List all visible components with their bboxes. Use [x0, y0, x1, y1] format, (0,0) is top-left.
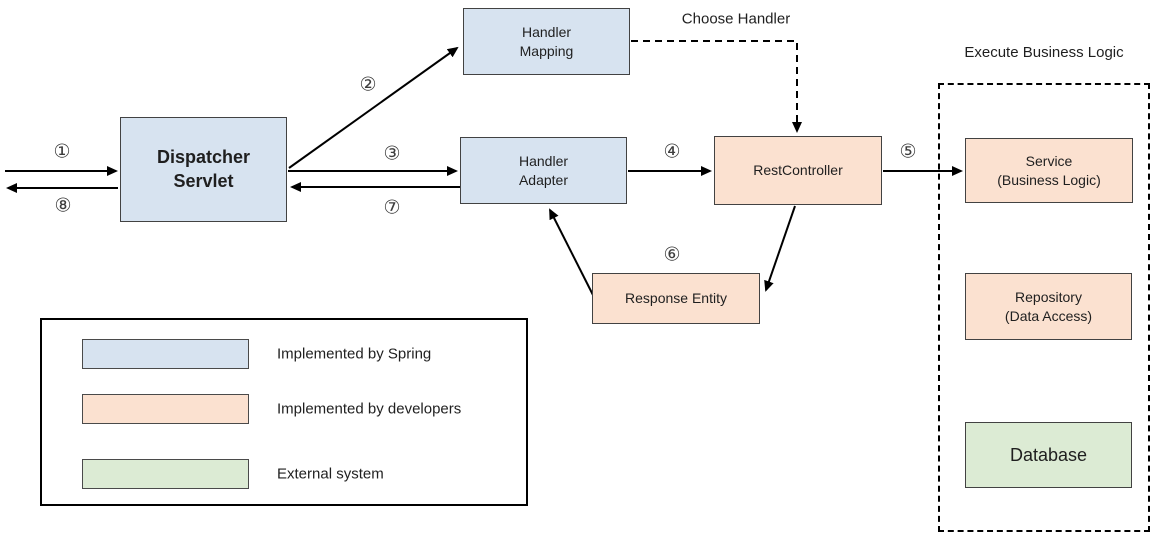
flow-step-7: ⑦: [383, 196, 401, 219]
choose-handler-dashed-arrow: [631, 40, 802, 133]
node-handler-adapter: Handler Adapter: [460, 137, 627, 204]
node-handler-mapping: Handler Mapping: [463, 8, 630, 75]
legend-swatch-spring: [82, 339, 249, 369]
flow-step-1: ①: [53, 140, 71, 163]
node-label: Handler: [518, 152, 569, 169]
arrow-rest-to-response-entity: [764, 205, 796, 292]
node-label: Service: [1025, 152, 1073, 169]
node-rest-controller: RestController: [714, 136, 882, 205]
legend-label-external: External system: [277, 465, 384, 483]
node-label: (Data Access): [1004, 307, 1093, 324]
node-database: Database: [965, 422, 1132, 488]
flow-step-3: ③: [383, 142, 401, 165]
node-response-entity: Response Entity: [592, 273, 760, 324]
arrow-response-to-adapter: [549, 208, 596, 300]
node-label: Adapter: [518, 171, 569, 188]
node-label: Response Entity: [625, 290, 727, 307]
node-label: Servlet: [173, 170, 234, 191]
node-label: Handler: [521, 23, 572, 40]
flow-step-6: ⑥: [663, 243, 681, 266]
legend-swatch-developers: [82, 394, 249, 424]
flow-step-2: ②: [359, 73, 377, 96]
legend-label-developers: Implemented by developers: [277, 400, 462, 418]
execute-business-logic-container: [938, 83, 1150, 532]
node-repository: Repository (Data Access): [965, 273, 1132, 340]
legend-label-spring: Implemented by Spring: [277, 345, 432, 363]
node-label: (Business Logic): [997, 171, 1101, 188]
node-dispatcher-servlet: Dispatcher Servlet: [120, 117, 287, 222]
node-label: RestController: [753, 162, 843, 179]
flow-step-5: ⑤: [899, 140, 917, 163]
node-label: Database: [1009, 444, 1088, 465]
choose-handler-label: Choose Handler: [681, 10, 791, 28]
node-label: Dispatcher: [156, 147, 251, 168]
flow-step-4: ④: [663, 140, 681, 163]
node-label: Mapping: [519, 42, 574, 59]
legend: Implemented by Spring Implemented by dev…: [40, 318, 528, 506]
node-service: Service (Business Logic): [965, 138, 1133, 203]
legend-swatch-external: [82, 459, 249, 489]
node-label: Repository: [1015, 288, 1082, 305]
execute-business-logic-title: Execute Business Logic: [964, 44, 1124, 61]
flow-step-8: ⑧: [54, 194, 72, 217]
arrow-to-handler-mapping: [288, 46, 459, 169]
